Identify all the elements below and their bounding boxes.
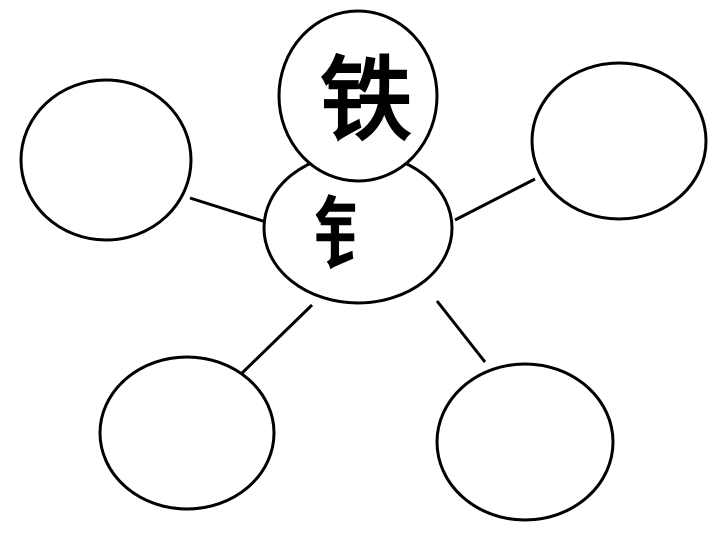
outer-bubble-lower-right[interactable]: [435, 362, 615, 522]
connector-line-lower-left: [236, 303, 314, 379]
connector-line-lower-right: [435, 300, 487, 363]
top-bubble: [277, 9, 439, 183]
connector-line-upper-right: [454, 177, 536, 222]
outer-bubble-lower-left[interactable]: [98, 355, 276, 511]
top-character-text: 铁: [320, 46, 412, 154]
outer-bubble-upper-right[interactable]: [530, 61, 708, 221]
outer-bubble-upper-left[interactable]: [19, 78, 193, 242]
center-radical-text: 钅: [313, 190, 391, 281]
connector-line-upper-left: [189, 196, 267, 224]
